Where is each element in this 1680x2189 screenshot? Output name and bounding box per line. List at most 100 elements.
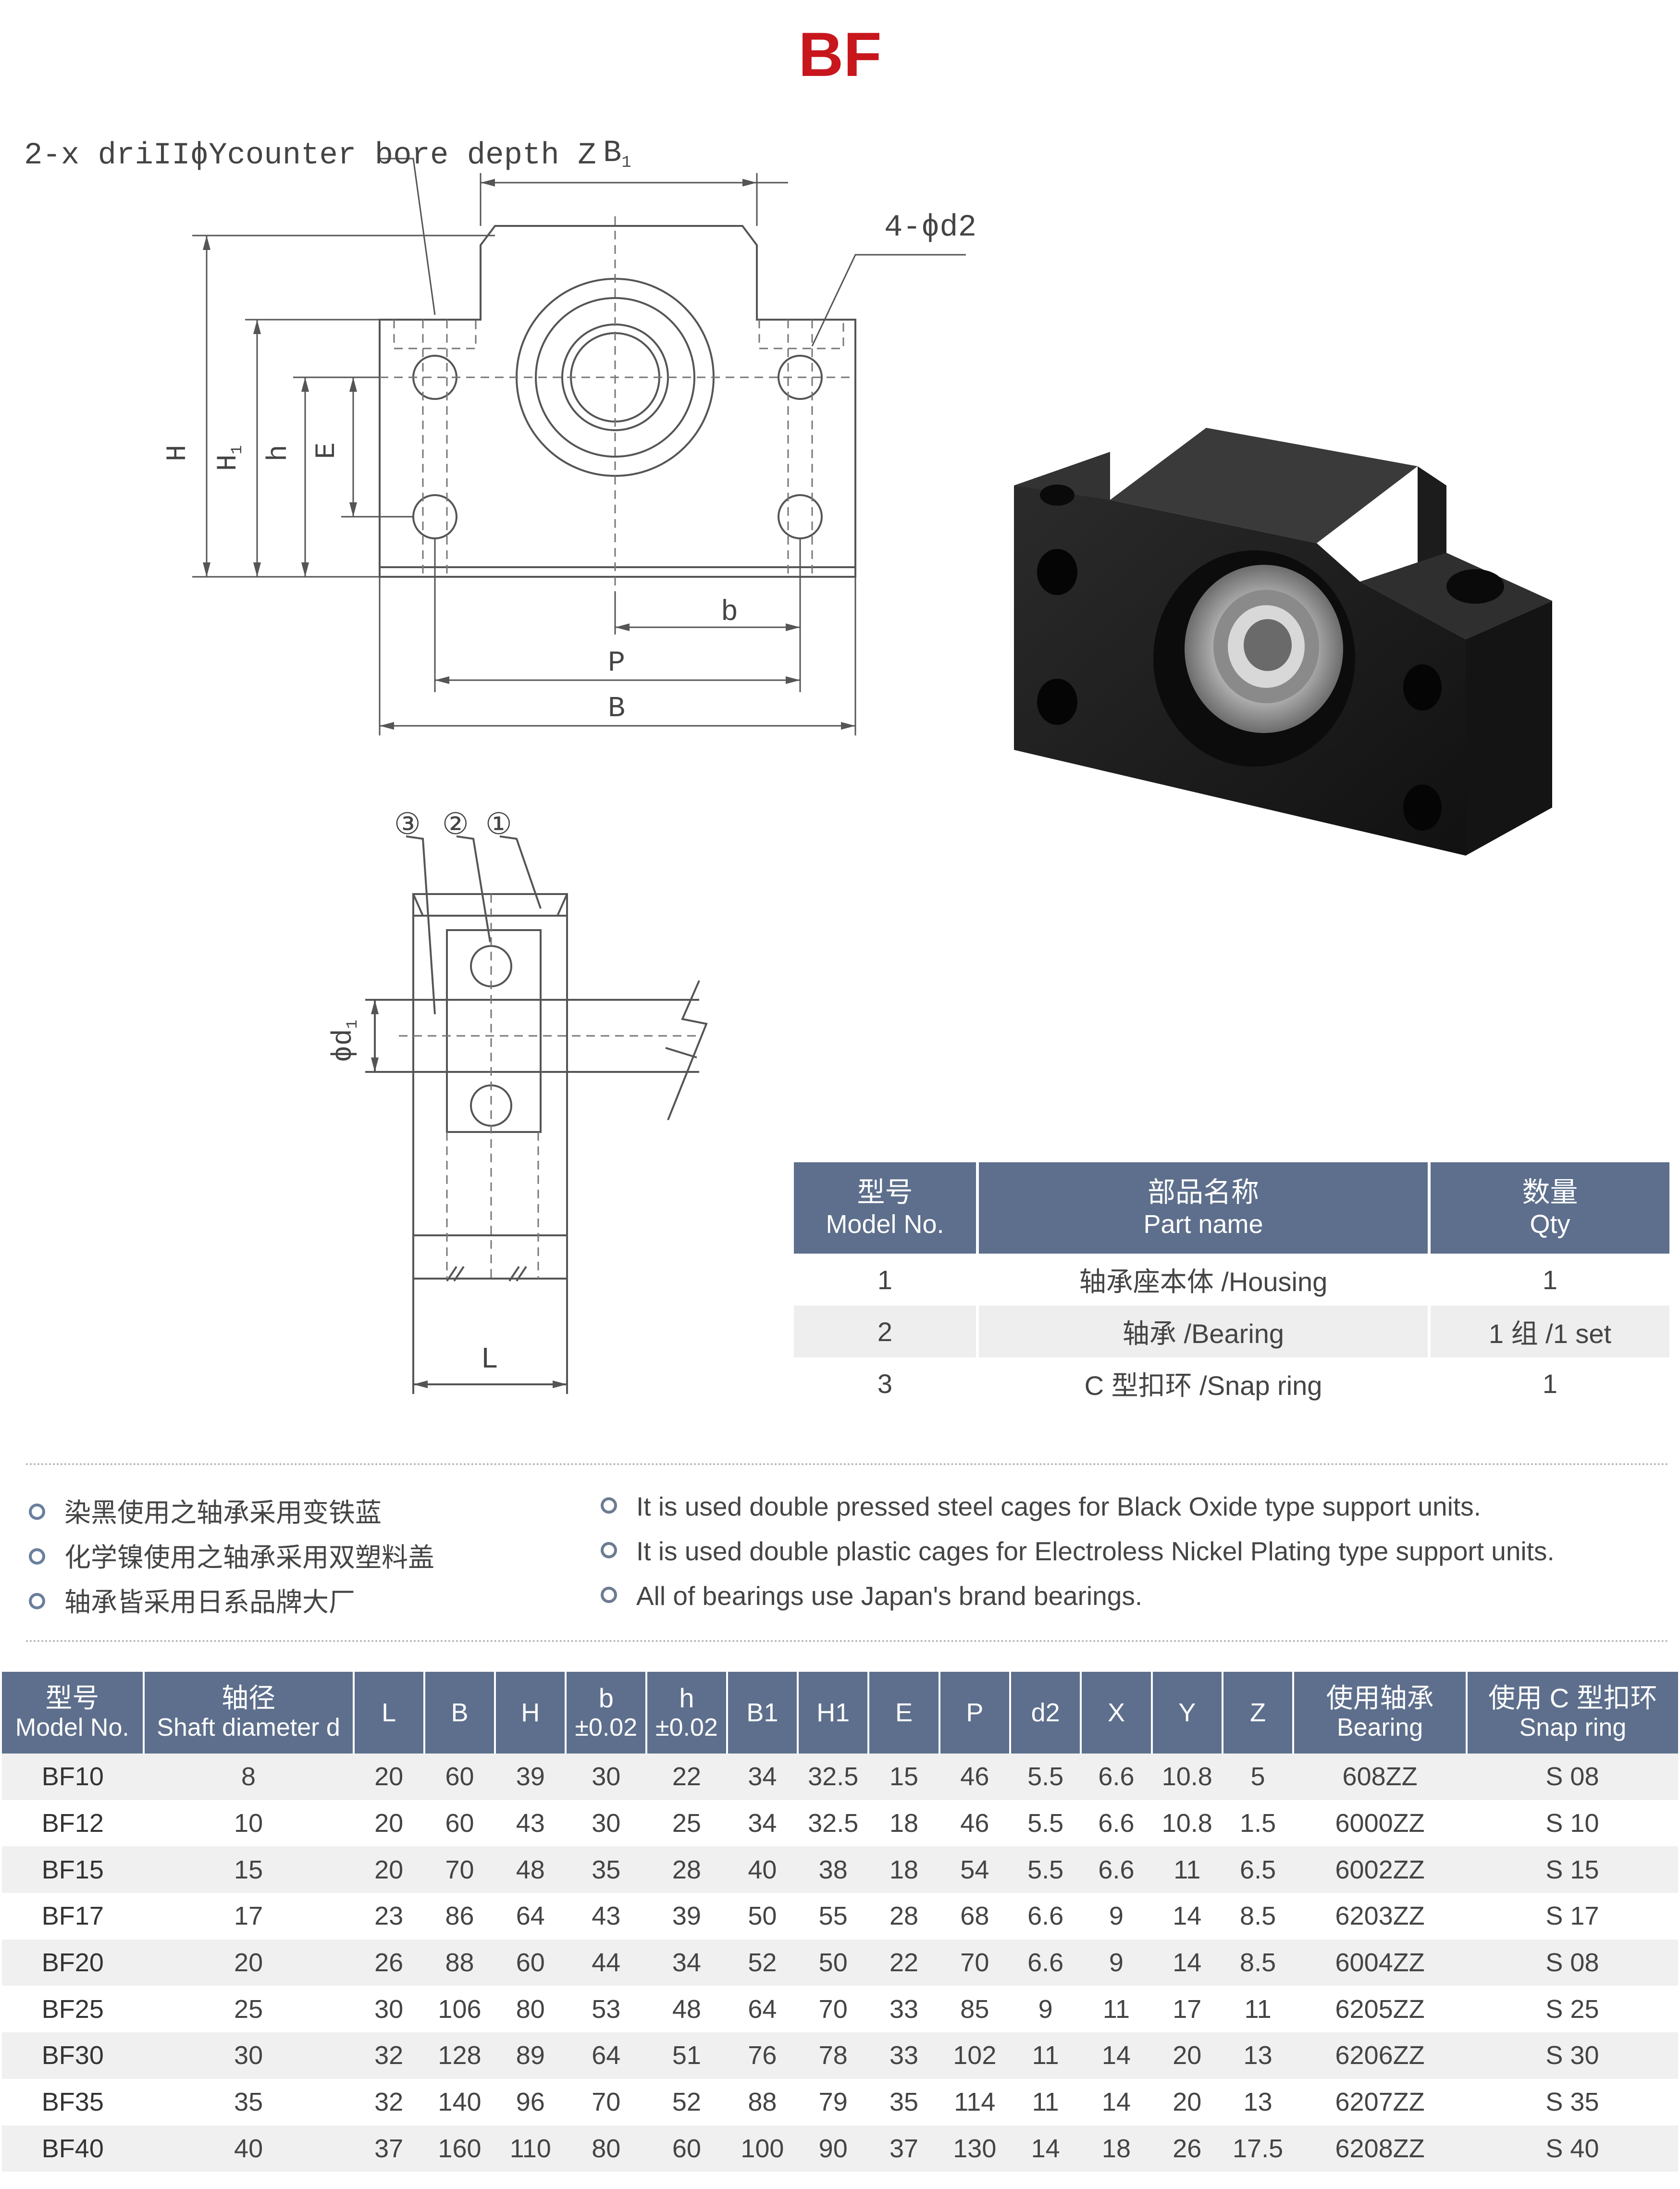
page-title: BF xyxy=(798,19,882,89)
spec-cell: 15 xyxy=(143,1846,354,1893)
spec-cell: 5.5 xyxy=(1010,1754,1081,1800)
spec-cell: 85 xyxy=(939,1986,1010,2033)
spec-cell: 32 xyxy=(353,2078,424,2126)
spec-cell: 40 xyxy=(143,2125,354,2172)
spec-cell: 10.8 xyxy=(1151,1754,1223,1800)
spec-cell: 89 xyxy=(495,2032,566,2079)
callout-3: ③ xyxy=(394,809,421,843)
spec-cell: 8.5 xyxy=(1222,1939,1294,1986)
divider xyxy=(26,1640,1669,1642)
spec-cell: S 35 xyxy=(1466,2078,1678,2126)
spec-cell: 60 xyxy=(424,1754,495,1800)
spec-cell: 5.5 xyxy=(1010,1846,1081,1893)
spec-cell: 34 xyxy=(646,1939,727,1986)
spec-cell: 128 xyxy=(424,2032,495,2079)
spec-cell: 86 xyxy=(424,1893,495,1940)
label-d1: ϕd1 xyxy=(328,1020,361,1062)
spec-header-col-2: L xyxy=(352,1672,424,1754)
spec-cell: 78 xyxy=(798,2032,869,2079)
note-zh-2: 化学镍使用之轴承采用双塑料盖 xyxy=(29,1536,434,1574)
spec-cell: S 10 xyxy=(1466,1800,1678,1847)
spec-cell: 79 xyxy=(798,2078,869,2126)
spec-cell: 20 xyxy=(143,1939,354,1986)
spec-cell: 70 xyxy=(424,1846,495,1893)
spec-cell: 6.5 xyxy=(1222,1846,1294,1893)
spec-cell: 50 xyxy=(727,1893,798,1940)
spec-cell: 20 xyxy=(1151,2032,1223,2079)
spec-cell: 100 xyxy=(727,2125,798,2172)
spec-cell: 30 xyxy=(143,2032,354,2079)
spec-cell: 64 xyxy=(727,1986,798,2033)
spec-cell: 23 xyxy=(353,1893,424,1940)
spec-cell: 6002ZZ xyxy=(1293,1846,1467,1893)
spec-cell: 17 xyxy=(1151,1986,1223,2033)
spec-cell: 26 xyxy=(353,1939,424,1986)
spec-cell: S 15 xyxy=(1466,1846,1678,1893)
spec-cell: 80 xyxy=(566,2125,647,2172)
note-zh-3: 轴承皆采用日系品牌大厂 xyxy=(29,1580,355,1619)
bullet-icon xyxy=(601,1497,617,1514)
bullet-icon xyxy=(601,1542,617,1559)
spec-cell: 8 xyxy=(143,1754,354,1800)
spec-cell: 160 xyxy=(424,2125,495,2172)
spec-cell: 76 xyxy=(727,2032,798,2079)
spec-cell: 32.5 xyxy=(798,1800,869,1847)
spec-cell: BF35 xyxy=(2,2078,144,2126)
spec-cell: 51 xyxy=(646,2032,727,2079)
spec-cell: 64 xyxy=(566,2032,647,2079)
spec-cell: 64 xyxy=(495,1893,566,1940)
spec-header-col-4: H xyxy=(494,1672,566,1754)
spec-cell: 90 xyxy=(798,2125,869,2172)
spec-cell: 35 xyxy=(566,1846,647,1893)
table-row: 1 轴承座本体 /Housing 1 xyxy=(794,1254,1669,1306)
spec-header-col-7: B1 xyxy=(726,1672,798,1754)
bullet-icon xyxy=(29,1548,45,1565)
spec-cell: 35 xyxy=(868,2078,939,2126)
spec-cell: 43 xyxy=(566,1893,647,1940)
note-en-3: All of bearings use Japan's brand bearin… xyxy=(601,1580,1142,1611)
spec-cell: 46 xyxy=(939,1754,1010,1800)
spec-cell: 40 xyxy=(727,1846,798,1893)
spec-header-col-8: H1 xyxy=(797,1672,869,1754)
product-photo xyxy=(1014,428,1552,856)
spec-cell: 114 xyxy=(939,2078,1010,2126)
spec-cell: 80 xyxy=(495,1986,566,2033)
spec-cell: 14 xyxy=(1081,2032,1152,2079)
spec-cell: 60 xyxy=(495,1939,566,1986)
spec-cell: 35 xyxy=(143,2078,354,2126)
spec-cell: 110 xyxy=(495,2125,566,2172)
spec-cell: 102 xyxy=(939,2032,1010,2079)
spec-cell: 13 xyxy=(1222,2078,1294,2126)
spec-cell: 14 xyxy=(1151,1939,1223,1986)
spec-cell: S 30 xyxy=(1466,2032,1678,2079)
spec-cell: 37 xyxy=(868,2125,939,2172)
spec-cell: 6206ZZ xyxy=(1293,2032,1467,2079)
spec-cell: 18 xyxy=(868,1846,939,1893)
spec-cell: 30 xyxy=(353,1986,424,2033)
spec-cell: 6.6 xyxy=(1081,1800,1152,1847)
spec-cell: 14 xyxy=(1081,2078,1152,2126)
callout-2: ② xyxy=(442,809,469,843)
spec-cell: 33 xyxy=(868,2032,939,2079)
spec-cell: 11 xyxy=(1010,2078,1081,2126)
bullet-icon xyxy=(601,1587,617,1604)
label-H: H xyxy=(162,445,194,461)
spec-cell: 34 xyxy=(727,1800,798,1847)
label-P: P xyxy=(608,647,625,680)
spec-cell: 6.6 xyxy=(1081,1846,1152,1893)
spec-cell: 20 xyxy=(353,1846,424,1893)
label-drill: 2-x driIIϕYcounter bore depth Z xyxy=(24,138,596,173)
spec-cell: 22 xyxy=(646,1754,727,1800)
spec-cell: 6205ZZ xyxy=(1293,1986,1467,2033)
spec-cell: 9 xyxy=(1081,1939,1152,1986)
spec-cell: 1.5 xyxy=(1222,1800,1294,1847)
spec-cell: 140 xyxy=(424,2078,495,2126)
spec-cell: 30 xyxy=(566,1800,647,1847)
spec-cell: 88 xyxy=(424,1939,495,1986)
divider xyxy=(26,1463,1669,1465)
